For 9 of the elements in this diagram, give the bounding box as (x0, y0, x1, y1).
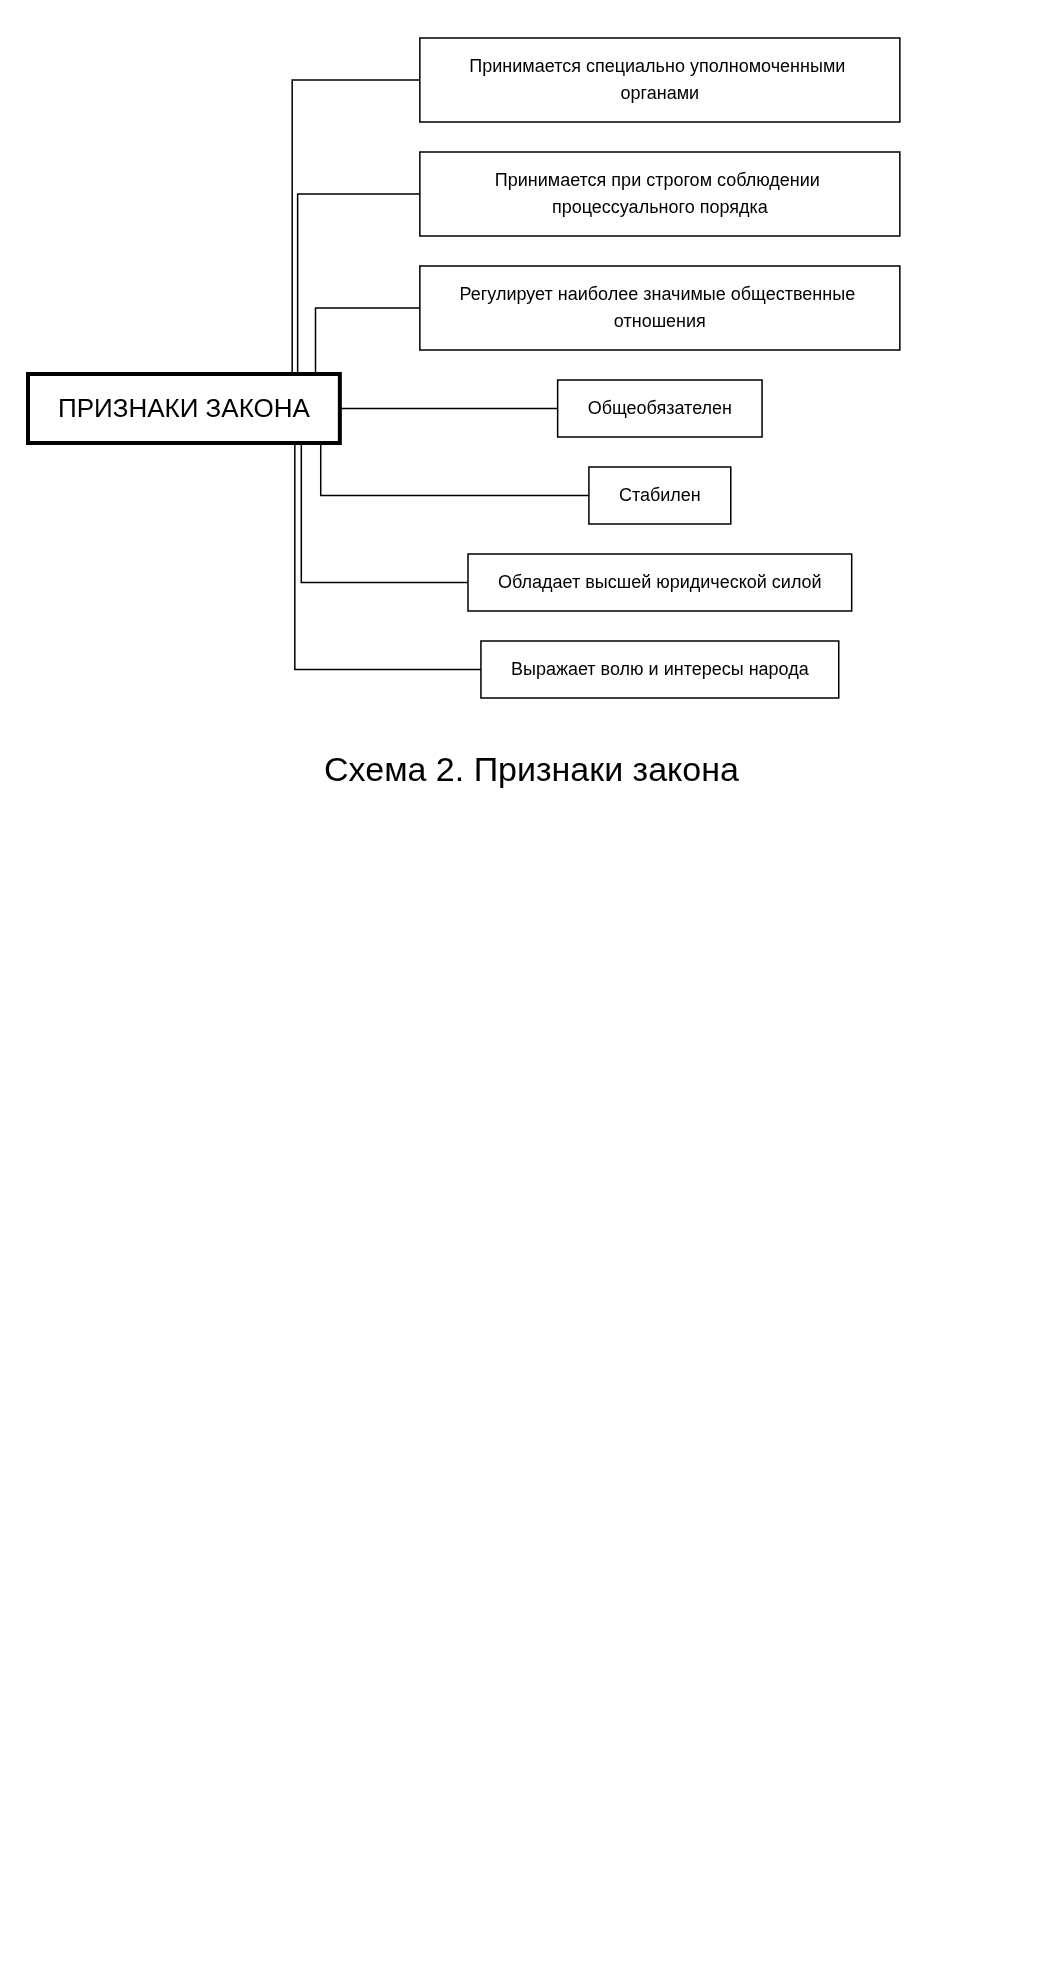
node-box: Выражает волю и интересы народа (480, 640, 840, 699)
node-box: Принимается при строгом соблюдении процессуального порядка (419, 151, 901, 237)
caption: Схема 2. Признаки закона (323, 750, 740, 789)
node-box: Принимается специально уполномоченными органами (419, 37, 901, 123)
node-box: ПРИЗНАКИ ЗАКОНА (26, 372, 342, 445)
node-box: Регулирует наиболее значимые общественные отношения (419, 265, 901, 351)
node-box: Обладает высшей юридической силой (467, 553, 853, 612)
node-box: Стабилен (588, 466, 732, 525)
node-box: Общеобязателен (556, 379, 763, 438)
